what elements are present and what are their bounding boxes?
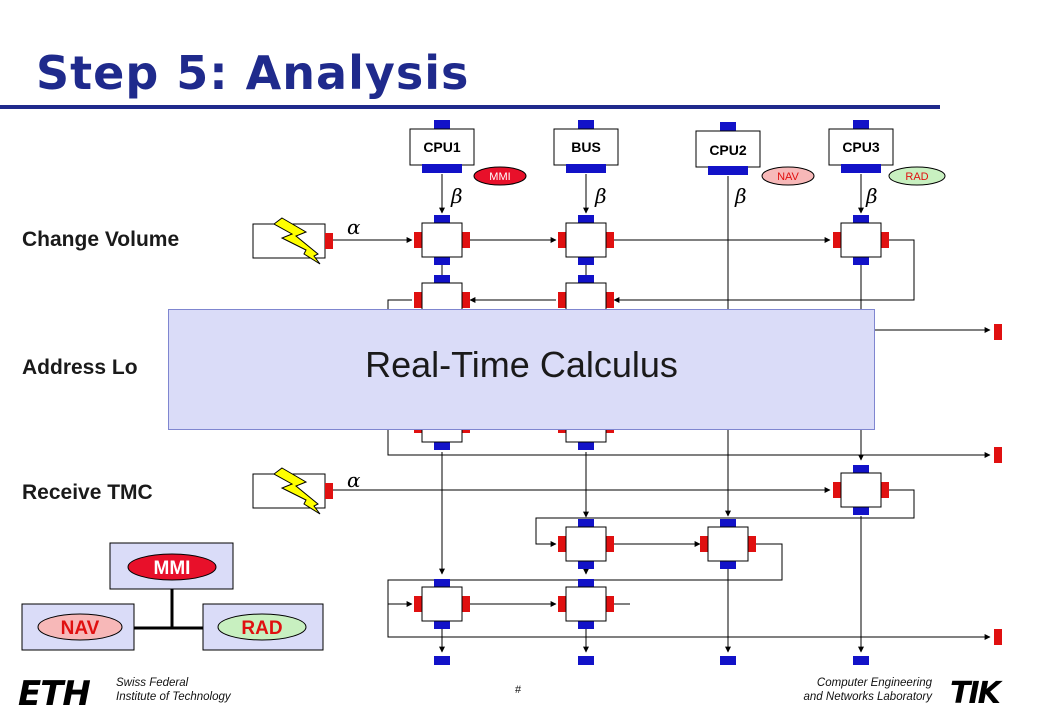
- lightning-bolt-icon: [273, 467, 321, 515]
- footer-lab-line2: and Networks Laboratory: [803, 691, 932, 703]
- resource-block-bus: BUS: [553, 120, 619, 173]
- task-badge-mmi-label: MMI: [489, 171, 510, 183]
- footer-lab-line1: Computer Engineering: [816, 677, 932, 689]
- task-mapping-legend: MMI NAV RAD: [21, 542, 324, 651]
- alpha-symbol-change-volume: α: [347, 215, 361, 239]
- legend-rad-label: RAD: [241, 618, 282, 639]
- resource-block-cpu1: CPU1: [409, 120, 475, 173]
- tik-logo: TIK: [950, 676, 1001, 711]
- processing-component: [700, 519, 756, 569]
- processing-component: [833, 215, 889, 265]
- output-sinks: [994, 324, 1002, 645]
- event-source-receive-tmc: [252, 467, 333, 515]
- resource-label-cpu2: CPU2: [709, 142, 747, 158]
- beta-symbol-cpu2: β: [734, 184, 747, 208]
- task-badge-nav-label: NAV: [777, 171, 799, 183]
- row-label-change-volume: Change Volume: [22, 228, 180, 251]
- resource-block-cpu2: CPU2: [695, 122, 761, 175]
- alpha-symbol-receive-tmc: α: [347, 468, 361, 492]
- footer-lab: Computer Engineering and Networks Labora…: [766, 676, 932, 704]
- event-source-change-volume: [252, 217, 333, 265]
- page-number: #: [515, 684, 522, 696]
- resource-block-cpu3: CPU3: [828, 120, 894, 173]
- real-time-calculus-label: Real-Time Calculus: [365, 343, 678, 385]
- title-underline: [0, 105, 940, 109]
- task-badge-mmi: [473, 166, 527, 186]
- beta-symbol-cpu3: β: [865, 184, 878, 208]
- beta-symbol-bus: β: [594, 184, 607, 208]
- service-sinks: [434, 656, 869, 665]
- resource-label-cpu1: CPU1: [423, 139, 461, 155]
- legend-mmi-label: MMI: [154, 558, 191, 579]
- footer-institution-line2: Institute of Technology: [116, 691, 231, 703]
- processing-component: [414, 215, 470, 265]
- slide-title: Step 5: Analysis: [36, 46, 470, 100]
- lightning-bolt-icon: [273, 217, 321, 265]
- resource-label-cpu3: CPU3: [842, 139, 880, 155]
- real-time-calculus-overlay: Real-Time Calculus: [168, 309, 875, 430]
- processing-component: [558, 519, 614, 569]
- processing-component: [558, 579, 614, 629]
- task-badge-nav: [761, 166, 815, 186]
- resource-label-bus: BUS: [571, 139, 601, 155]
- processing-component: [833, 465, 889, 515]
- eth-logo: ETH: [18, 674, 91, 714]
- beta-symbol-cpu1: β: [450, 184, 463, 208]
- footer-institution-line1: Swiss Federal: [116, 677, 189, 689]
- processing-component: [414, 579, 470, 629]
- task-badge-rad: [888, 166, 946, 186]
- legend-nav-label: NAV: [61, 618, 100, 639]
- processing-component: [558, 215, 614, 265]
- row-label-address-lookup: Address Lo: [22, 356, 138, 379]
- task-badge-rad-label: RAD: [905, 171, 928, 183]
- row-label-receive-tmc: Receive TMC: [22, 481, 153, 504]
- footer-institution: Swiss Federal Institute of Technology: [116, 676, 231, 704]
